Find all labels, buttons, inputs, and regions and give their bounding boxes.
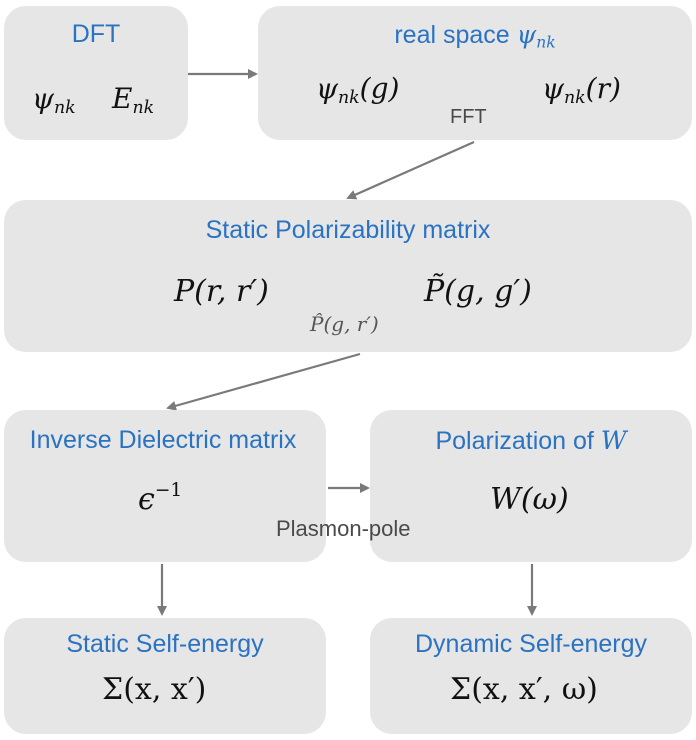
realspace-box: real space ψnk ψnk(g) ψnk(r) FFT (258, 6, 692, 140)
static-self-energy-box: Static Self-energy Σ(x, x′) (4, 618, 326, 734)
p-r-r: P(r, r′) (174, 274, 269, 309)
w-omega: W(ω) (490, 482, 569, 517)
dft-title: DFT (71, 20, 121, 48)
sigma-static: Σ(x, x′) (102, 672, 207, 707)
realspace-title: real space ψnk (394, 20, 556, 52)
arrow-polarizability-to-dielectric (166, 352, 361, 411)
dft-psi-nk: ψnk (32, 82, 76, 118)
dielectric-box: Inverse Dielectric matrix ϵ−1 (4, 410, 326, 562)
fft-label: FFT (450, 106, 487, 128)
epsilon-inverse: ϵ−1 (138, 480, 183, 518)
polarization-w-box: Polarization of W W(ω) (370, 410, 692, 562)
dynamic-self-energy-title: Dynamic Self-energy (414, 630, 648, 658)
static-self-energy-title: Static Self-energy (66, 630, 264, 658)
polarizability-title: Static Polarizability matrix (205, 216, 491, 244)
psi-nk-r: ψnk(r) (542, 72, 621, 108)
polarizability-box: Static Polarizability matrix P(r, r′) P̃… (4, 200, 692, 352)
p-hat-g-r: P̂(g, r′) (310, 312, 379, 336)
p-tilde-g-g: P̃(g, g′) (424, 274, 532, 309)
polarization-w-title: Polarization of W (435, 426, 627, 455)
psi-nk-g: ψnk(g) (316, 72, 400, 108)
dft-e-nk: Enk (112, 82, 155, 118)
plasmon-pole-label: Plasmon-pole (276, 516, 411, 541)
dynamic-self-energy-box: Dynamic Self-energy Σ(x, x′, ω) (370, 618, 692, 734)
arrow-realspace-to-polarizability (346, 140, 475, 200)
dft-box: DFT ψnk Enk (4, 6, 188, 140)
sigma-dynamic: Σ(x, x′, ω) (450, 672, 598, 707)
dielectric-title: Inverse Dielectric matrix (29, 426, 297, 454)
